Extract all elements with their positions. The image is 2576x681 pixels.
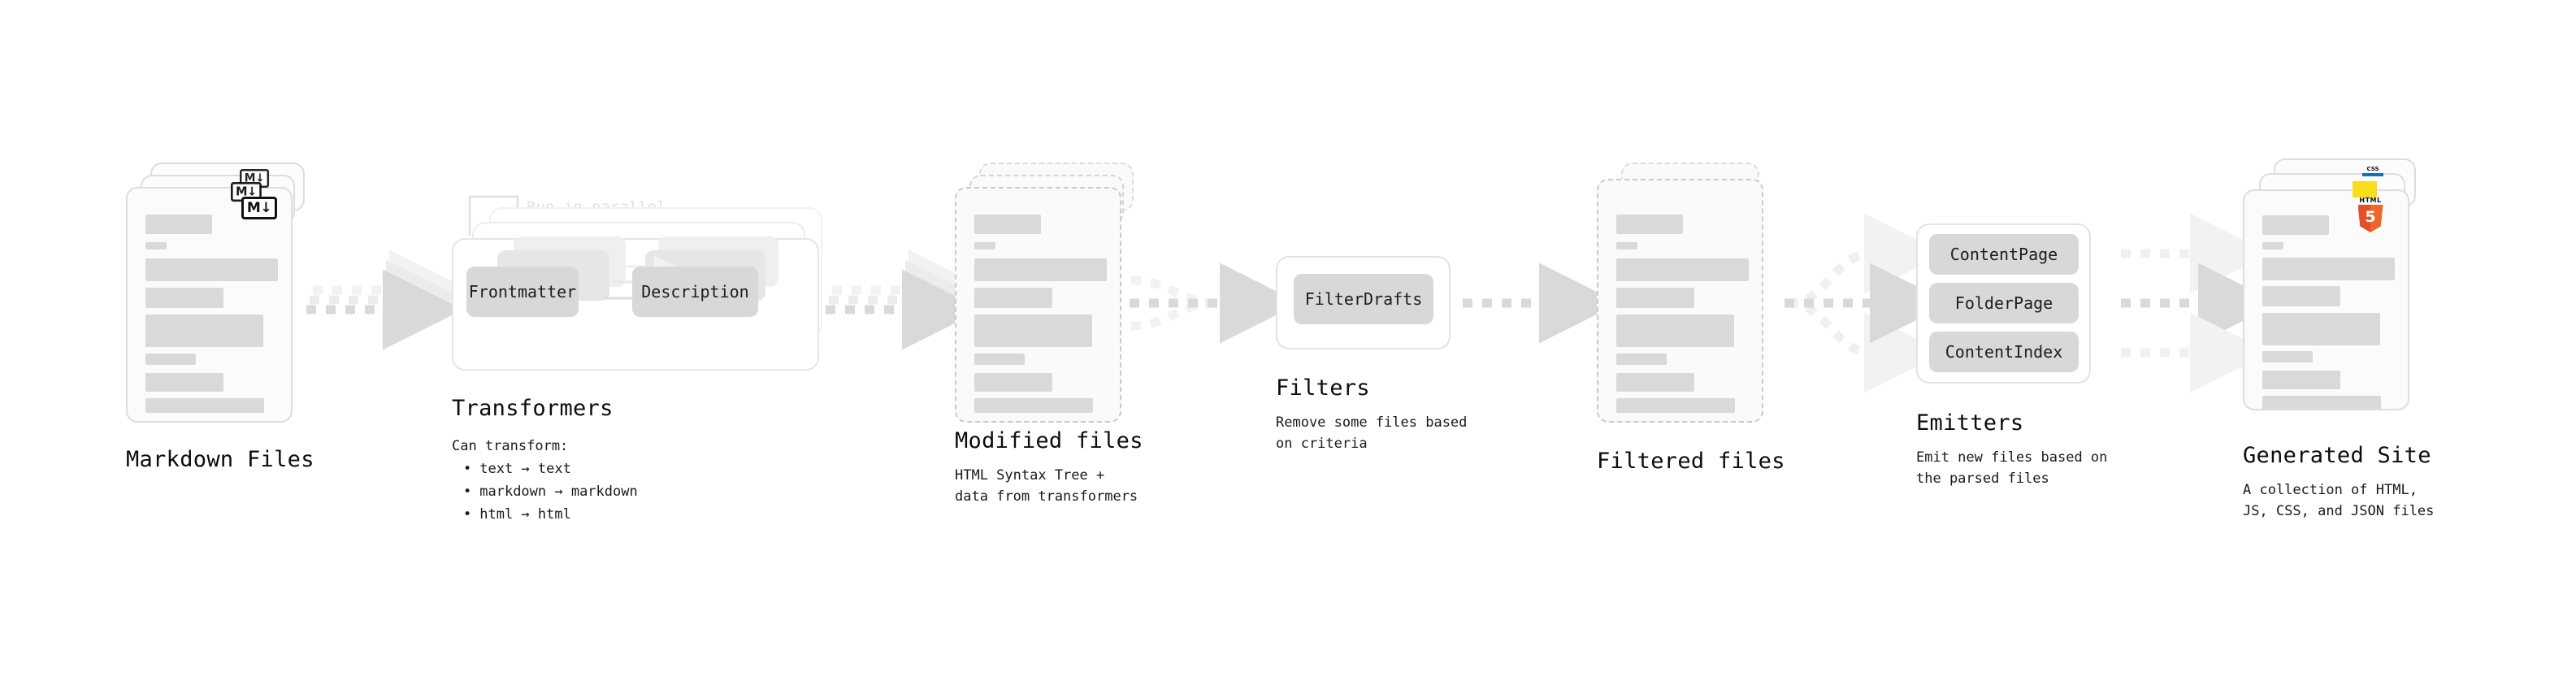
emitters-caption: Emit new files based on the parsed files	[1916, 449, 2108, 488]
stage-title-markdown: Markdown Files	[126, 447, 314, 472]
content-bar	[974, 242, 995, 249]
generated-caption: A collection of HTML, JS, CSS, and JSON …	[2243, 482, 2435, 520]
content-bar	[974, 215, 1041, 234]
modified-files-stack	[955, 163, 1142, 423]
css-icon-bar	[2362, 173, 2383, 176]
content-bar	[145, 373, 223, 392]
transformers-caption-lead: Can transform:	[452, 438, 569, 454]
generated-card-front	[2243, 189, 2409, 410]
arrow-filtered-to-emitters	[1785, 213, 1950, 393]
transformers-caption: Can transform: text → text markdown → ma…	[452, 435, 638, 526]
arrow-emitters-to-generated	[2121, 213, 2279, 393]
emitter-pill-label: ContentIndex	[1945, 342, 2063, 362]
html5-icon-number: 5	[2365, 207, 2376, 226]
emitter-pill-contentpage[interactable]: ContentPage	[1929, 234, 2079, 275]
generated-card-body	[2244, 191, 2408, 409]
content-bar	[1616, 354, 1667, 365]
arrow-transformers-to-modified	[826, 249, 989, 350]
arrow-modified-to-filters	[1130, 262, 1300, 344]
modified-caption: HTML Syntax Tree + data from transformer…	[955, 467, 1138, 505]
content-bar	[974, 314, 1092, 347]
transformers-bullet: html → html	[463, 503, 638, 526]
filtered-card-front	[1597, 179, 1763, 423]
content-bar	[1616, 373, 1694, 392]
stage-title-modified: Modified files	[955, 428, 1143, 453]
filter-pill-filterdrafts[interactable]: FilterDrafts	[1294, 274, 1433, 324]
content-bar	[1616, 314, 1734, 347]
filter-pill-label: FilterDrafts	[1304, 289, 1423, 309]
filters-caption: Remove some files based on criteria	[1276, 414, 1468, 453]
content-bar	[145, 215, 212, 234]
arrow-markdown-to-transformers	[306, 249, 470, 350]
content-bar	[974, 288, 1052, 308]
transformer-pill-label: Description	[641, 282, 749, 301]
content-bar	[2262, 242, 2283, 249]
js-icon	[2353, 181, 2377, 197]
emitters-group: ContentPage FolderPage ContentIndex	[1916, 223, 2091, 384]
stage-title-generated: Generated Site	[2243, 443, 2431, 468]
html5-icon-shield: 5	[2357, 205, 2383, 232]
content-bar	[974, 373, 1052, 392]
content-bar	[2262, 396, 2381, 409]
content-bar	[2262, 313, 2380, 345]
markdown-icon-front: M↓	[241, 197, 277, 219]
markdown-icon-back: M↓	[240, 169, 270, 188]
content-bar	[974, 398, 1093, 413]
stage-title-filters: Filters	[1276, 375, 1370, 401]
generated-site-stack: CSS HTML 5	[2243, 158, 2438, 427]
content-bar	[974, 258, 1107, 281]
content-bar	[145, 258, 278, 281]
stage-title-transformers: Transformers	[452, 396, 614, 421]
content-bar	[145, 288, 223, 308]
emitter-pill-label: FolderPage	[1954, 293, 2053, 313]
css-icon-label: CSS	[2366, 166, 2379, 172]
transformers-bullet-list: text → text markdown → markdown html → h…	[463, 458, 638, 526]
transformers-bullet: markdown → markdown	[463, 480, 637, 503]
html5-icon-word: HTML	[2359, 197, 2382, 204]
markdown-card-body	[128, 189, 291, 421]
filtered-card-body	[1598, 180, 1762, 421]
content-bar	[1616, 215, 1683, 234]
modified-card-body	[956, 189, 1120, 421]
content-bar	[1616, 288, 1694, 308]
stage-title-emitters: Emitters	[1916, 410, 2024, 436]
content-bar	[974, 354, 1025, 365]
transformer-pill-frontmatter[interactable]: Frontmatter	[466, 267, 579, 317]
emitter-pill-label: ContentPage	[1949, 245, 2058, 264]
content-bar	[1616, 242, 1637, 249]
markdown-files-stack: M↓ M↓ M↓	[126, 163, 313, 423]
filtered-files-stack	[1597, 163, 1784, 423]
content-bar	[2262, 351, 2313, 362]
content-bar	[145, 242, 167, 249]
modified-card-front	[955, 187, 1121, 423]
emitter-pill-folderpage[interactable]: FolderPage	[1929, 283, 2079, 323]
content-bar	[2262, 371, 2340, 389]
transformer-pill-label: Frontmatter	[468, 282, 577, 301]
transformer-pill-description[interactable]: Description	[632, 267, 758, 317]
html5-icon: HTML 5	[2357, 197, 2384, 233]
stage-title-filtered: Filtered files	[1597, 449, 1785, 474]
content-bar	[2262, 215, 2329, 235]
css-icon: CSS	[2361, 167, 2384, 178]
transformers-group: - - - - Frontmatter Description	[452, 207, 834, 374]
emitter-pill-contentindex[interactable]: ContentIndex	[1929, 332, 2079, 372]
content-bar	[145, 354, 196, 365]
content-bar	[145, 398, 264, 413]
content-bar	[2262, 258, 2395, 280]
content-bar	[145, 314, 263, 347]
filters-group: FilterDrafts	[1276, 256, 1451, 349]
content-bar	[2262, 286, 2340, 306]
content-bar	[1616, 258, 1749, 281]
markdown-card-front	[126, 187, 293, 423]
transformers-bullet: text → text	[463, 458, 638, 480]
content-bar	[1616, 398, 1735, 413]
